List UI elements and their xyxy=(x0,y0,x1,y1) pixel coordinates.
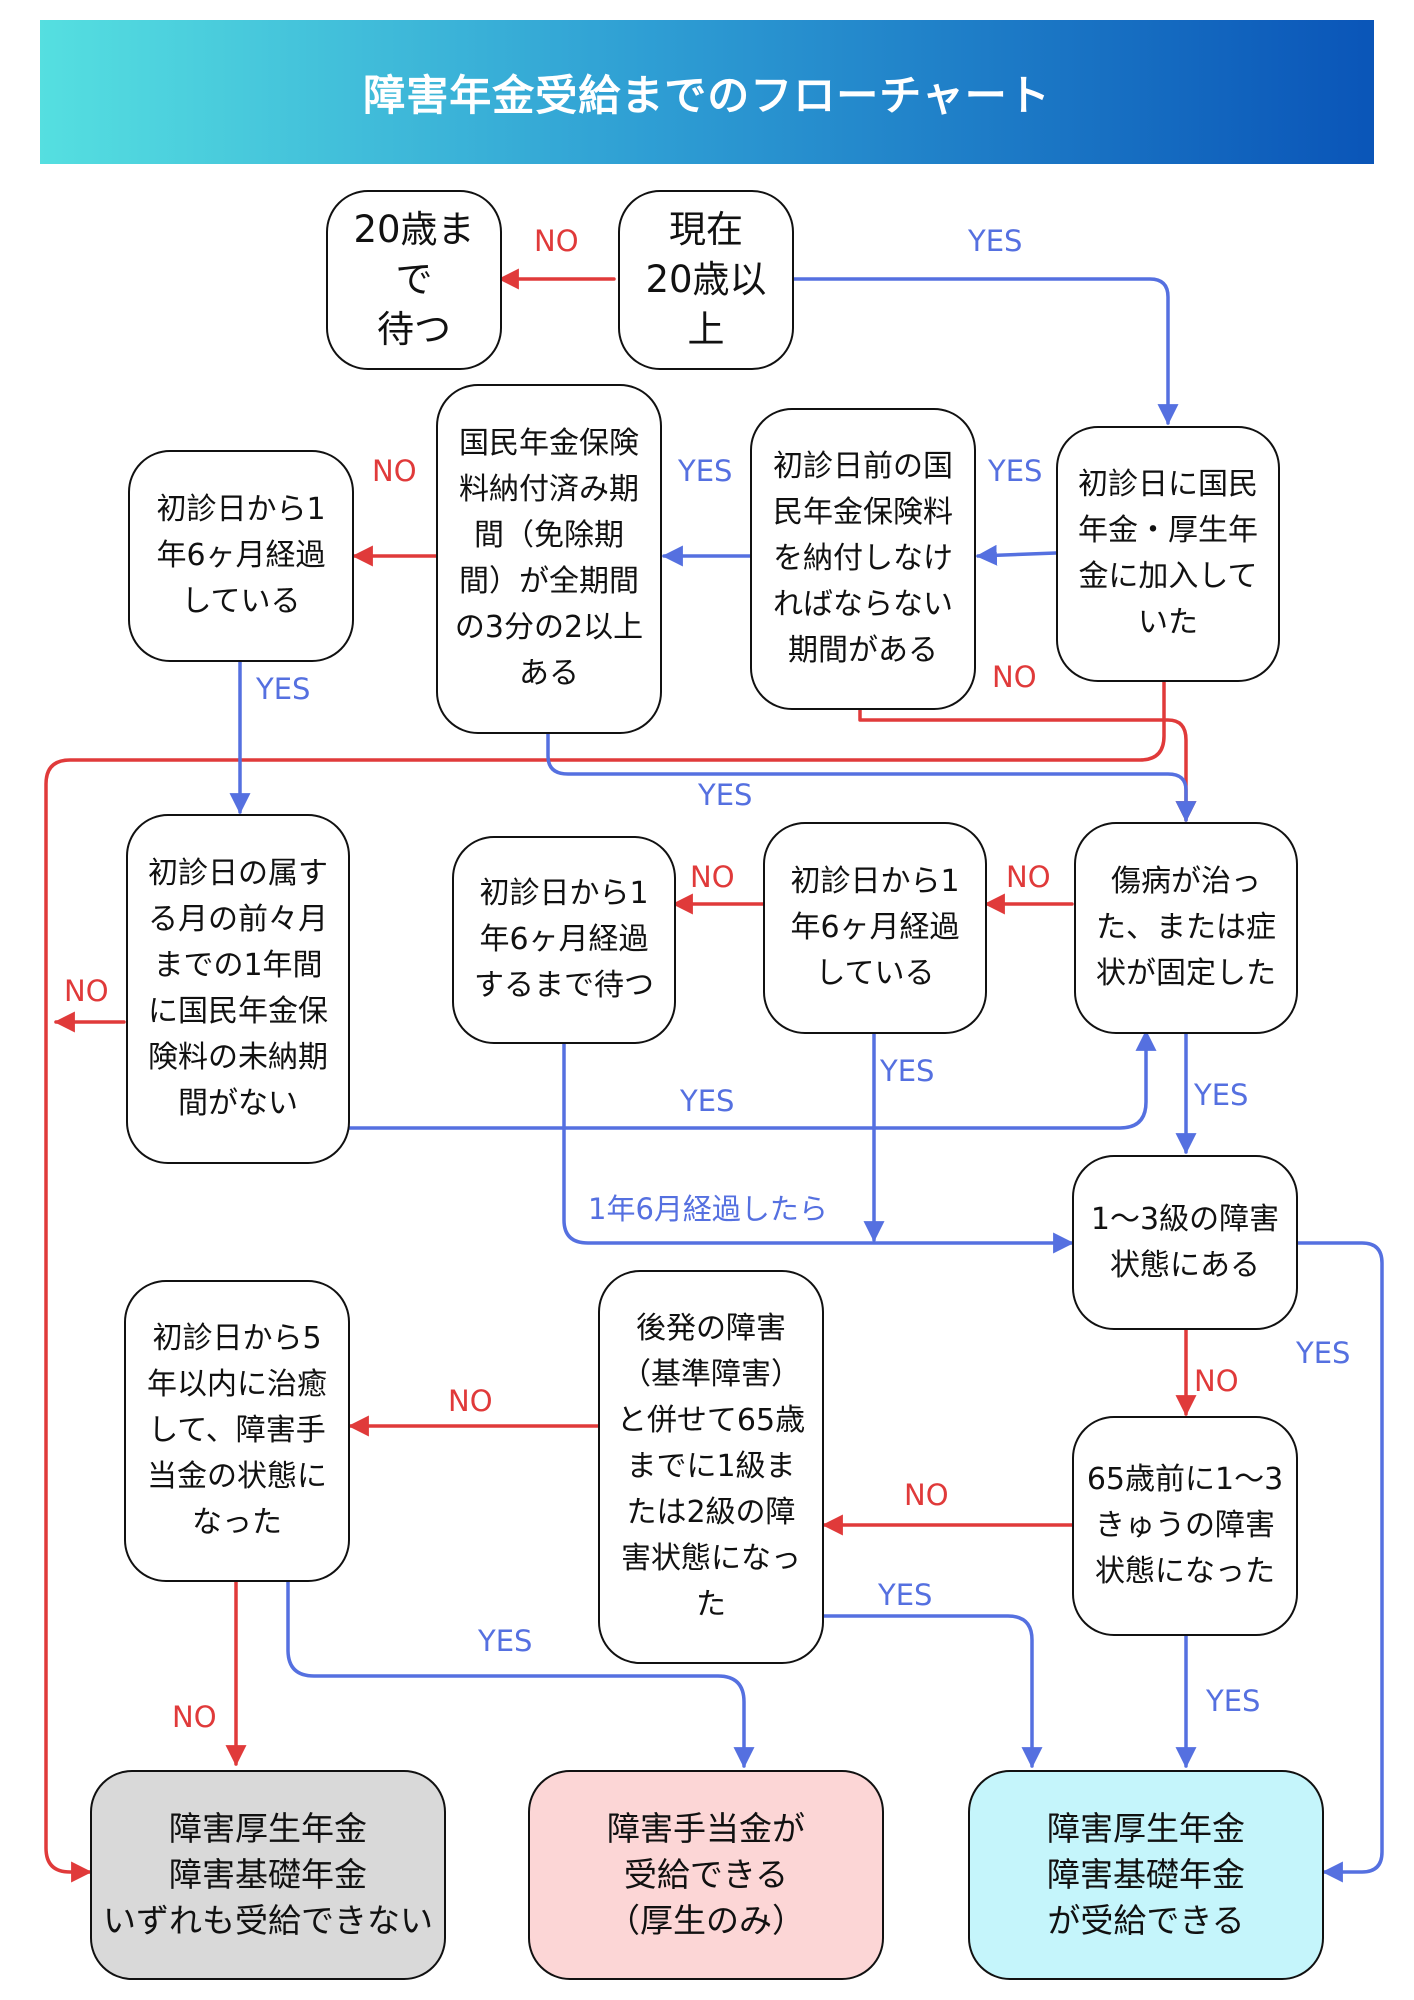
node-grade-1-3-disability: 1〜3級の障害 状態にある xyxy=(1072,1155,1298,1330)
label-yes-within5: YES xyxy=(478,1624,533,1658)
label-after-18-months: 1年6月経過したら xyxy=(588,1192,828,1226)
header-banner: 障害年金受給までのフローチャート xyxy=(40,20,1374,164)
label-no-cured: NO xyxy=(1006,860,1051,894)
label-yes-elapsed-b: YES xyxy=(880,1054,935,1088)
node-wait-until-18-months: 初診日から1 年6ヶ月経過 するまで待つ xyxy=(452,836,676,1044)
label-yes-cured: YES xyxy=(1194,1078,1249,1112)
arrow-within5-to-teate xyxy=(286,1578,755,1769)
label-no-payperiod: NO xyxy=(992,660,1037,694)
label-yes-before65: YES xyxy=(1206,1684,1261,1718)
arrow-enrolled-no-to-none xyxy=(44,678,1166,1883)
arrow-grade-to-full xyxy=(1296,1241,1384,1883)
arrow-current-to-enrolled xyxy=(792,277,1179,426)
arrow-unpaid-to-cured xyxy=(346,1029,1157,1130)
node-cured-within-5-years: 初診日から5 年以内に治癒 して、障害手 当金の状態に なった xyxy=(124,1280,350,1582)
label-yes-grade: YES xyxy=(1296,1336,1351,1370)
node-payment-period-exists: 初診日前の国 民年金保険料 を納付しなけ ればならない 期間がある xyxy=(750,408,976,710)
arrow-payperiod-no-to-cured xyxy=(858,704,1197,823)
label-yes-unpaid: YES xyxy=(680,1084,735,1118)
label-no-later: NO xyxy=(448,1384,493,1418)
label-no-grade: NO xyxy=(1194,1364,1239,1398)
node-cured-or-fixed: 傷病が治っ た、または症 状が固定した xyxy=(1074,822,1298,1034)
label-no-within5: NO xyxy=(172,1700,217,1734)
label-yes-later: YES xyxy=(878,1578,933,1612)
node-before-65-disability: 65歳前に1〜3 きゅうの障害 状態になった xyxy=(1072,1416,1298,1636)
node-wait-until-20: 20歳まで 待つ xyxy=(326,190,502,370)
label-no-current: NO xyxy=(534,224,579,258)
arrow-enrolled-to-payperiod xyxy=(975,544,1058,566)
label-no-elapsed-b: NO xyxy=(690,860,735,894)
arrow-wait-to-grade xyxy=(562,1042,1075,1254)
page-title: 障害年金受給までのフローチャート xyxy=(363,70,1051,120)
arrow-later-to-full xyxy=(822,1614,1043,1769)
label-no-before65: NO xyxy=(904,1478,949,1512)
label-no-unpaid: NO xyxy=(64,974,109,1008)
node-enrolled-at-first-visit: 初診日に国民 年金・厚生年 金に加入して いた xyxy=(1056,426,1280,682)
label-no-paid23: NO xyxy=(372,454,417,488)
node-elapsed-18-months-b: 初診日から1 年6ヶ月経過 している xyxy=(763,822,987,1034)
label-yes-paid23: YES xyxy=(698,778,753,812)
result-both-pensions: 障害厚生年金 障害基礎年金 が受給できる xyxy=(968,1770,1324,1980)
label-yes-elapsed-a: YES xyxy=(256,672,311,706)
node-later-disability: 後発の障害 （基準障害） と併せて65歳 までに1級ま たは2級の障 害状態にな… xyxy=(598,1270,824,1664)
arrow-paid23-to-cured xyxy=(546,730,1197,823)
label-yes-enrolled: YES xyxy=(988,454,1043,488)
label-yes-payperiod: YES xyxy=(678,454,733,488)
node-elapsed-18-months-a: 初診日から1 年6ヶ月経過 している xyxy=(128,450,354,662)
result-disability-allowance: 障害手当金が 受給できる （厚生のみ） xyxy=(528,1770,884,1980)
node-no-unpaid-period: 初診日の属す る月の前々月 までの1年間 に国民年金保 険料の未納期 間がない xyxy=(126,814,350,1164)
node-current-20-plus: 現在 20歳以上 xyxy=(618,190,794,370)
node-paid-two-thirds: 国民年金保険 料納付済み期 間（免除期 間）が全期間 の3分の2以上 ある xyxy=(436,384,662,734)
result-no-pension: 障害厚生年金 障害基礎年金 いずれも受給できない xyxy=(90,1770,446,1980)
label-yes-current: YES xyxy=(968,224,1023,258)
